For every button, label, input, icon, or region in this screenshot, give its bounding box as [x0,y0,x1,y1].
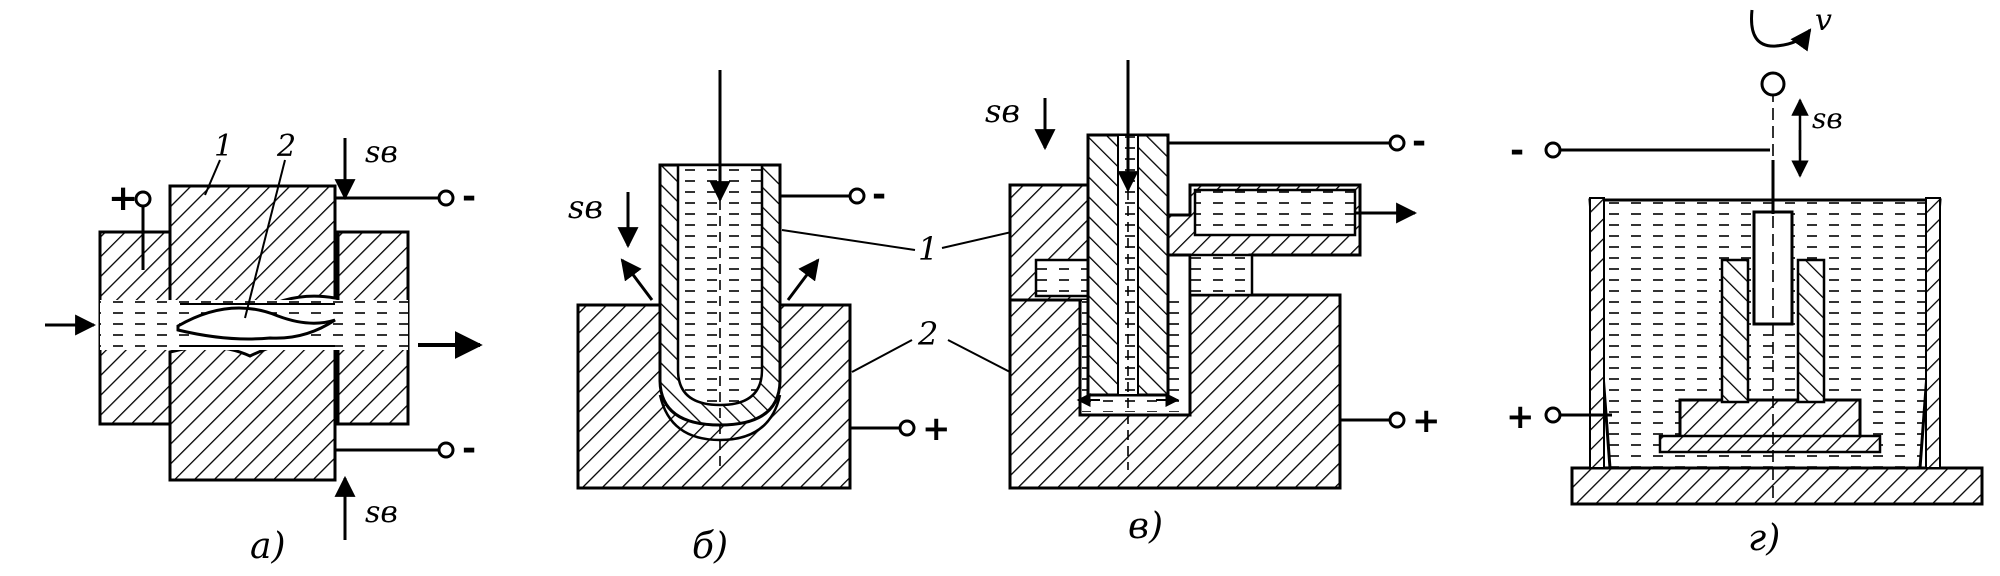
polarity-minus-a-top: - [462,177,476,217]
outlet-channel-c [1193,188,1357,237]
tool-spindle-d [1752,210,1794,326]
polarity-minus-b: - [872,175,886,215]
polarity-minus-d: - [1510,131,1524,171]
polarity-plus-c: + [1412,401,1441,441]
polarity-plus-a: + [108,178,138,219]
panel-a: + - - sв sв 1 2 а) [45,129,483,567]
caption-c: в) [1128,506,1163,547]
caption-d: г) [1748,518,1780,559]
feed-label-b: sв [568,188,603,226]
rotation-label-d: v [1815,3,1832,38]
panel-c: sв - + в) [985,60,1441,547]
workpiece-blade [176,306,336,341]
callout-1-bc: 1 [918,230,938,268]
feed-label-a-bottom: sв [365,495,398,530]
callout-1-a: 1 [214,129,233,164]
polarity-plus-b: + [922,409,951,449]
panel-d: v sв - + г) [1506,3,1984,559]
polarity-plus-d: + [1506,397,1535,437]
workpiece-d [1678,398,1862,440]
feed-label-d: sв [1812,102,1843,135]
polarity-minus-c: - [1412,122,1426,162]
panel-b: sв - + б) [568,70,951,567]
base-plate-d [1570,466,1984,506]
tool-electrode-bottom [168,338,337,482]
polarity-minus-a-bottom: - [462,429,476,469]
feed-label-a-top: sв [365,135,398,170]
caption-a: а) [250,526,286,567]
caption-b: б) [692,526,728,567]
callout-2-a: 2 [276,129,296,164]
feed-label-c: sв [985,92,1020,130]
callout-2-bc: 2 [917,315,938,353]
tool-electrode-top [168,184,337,318]
